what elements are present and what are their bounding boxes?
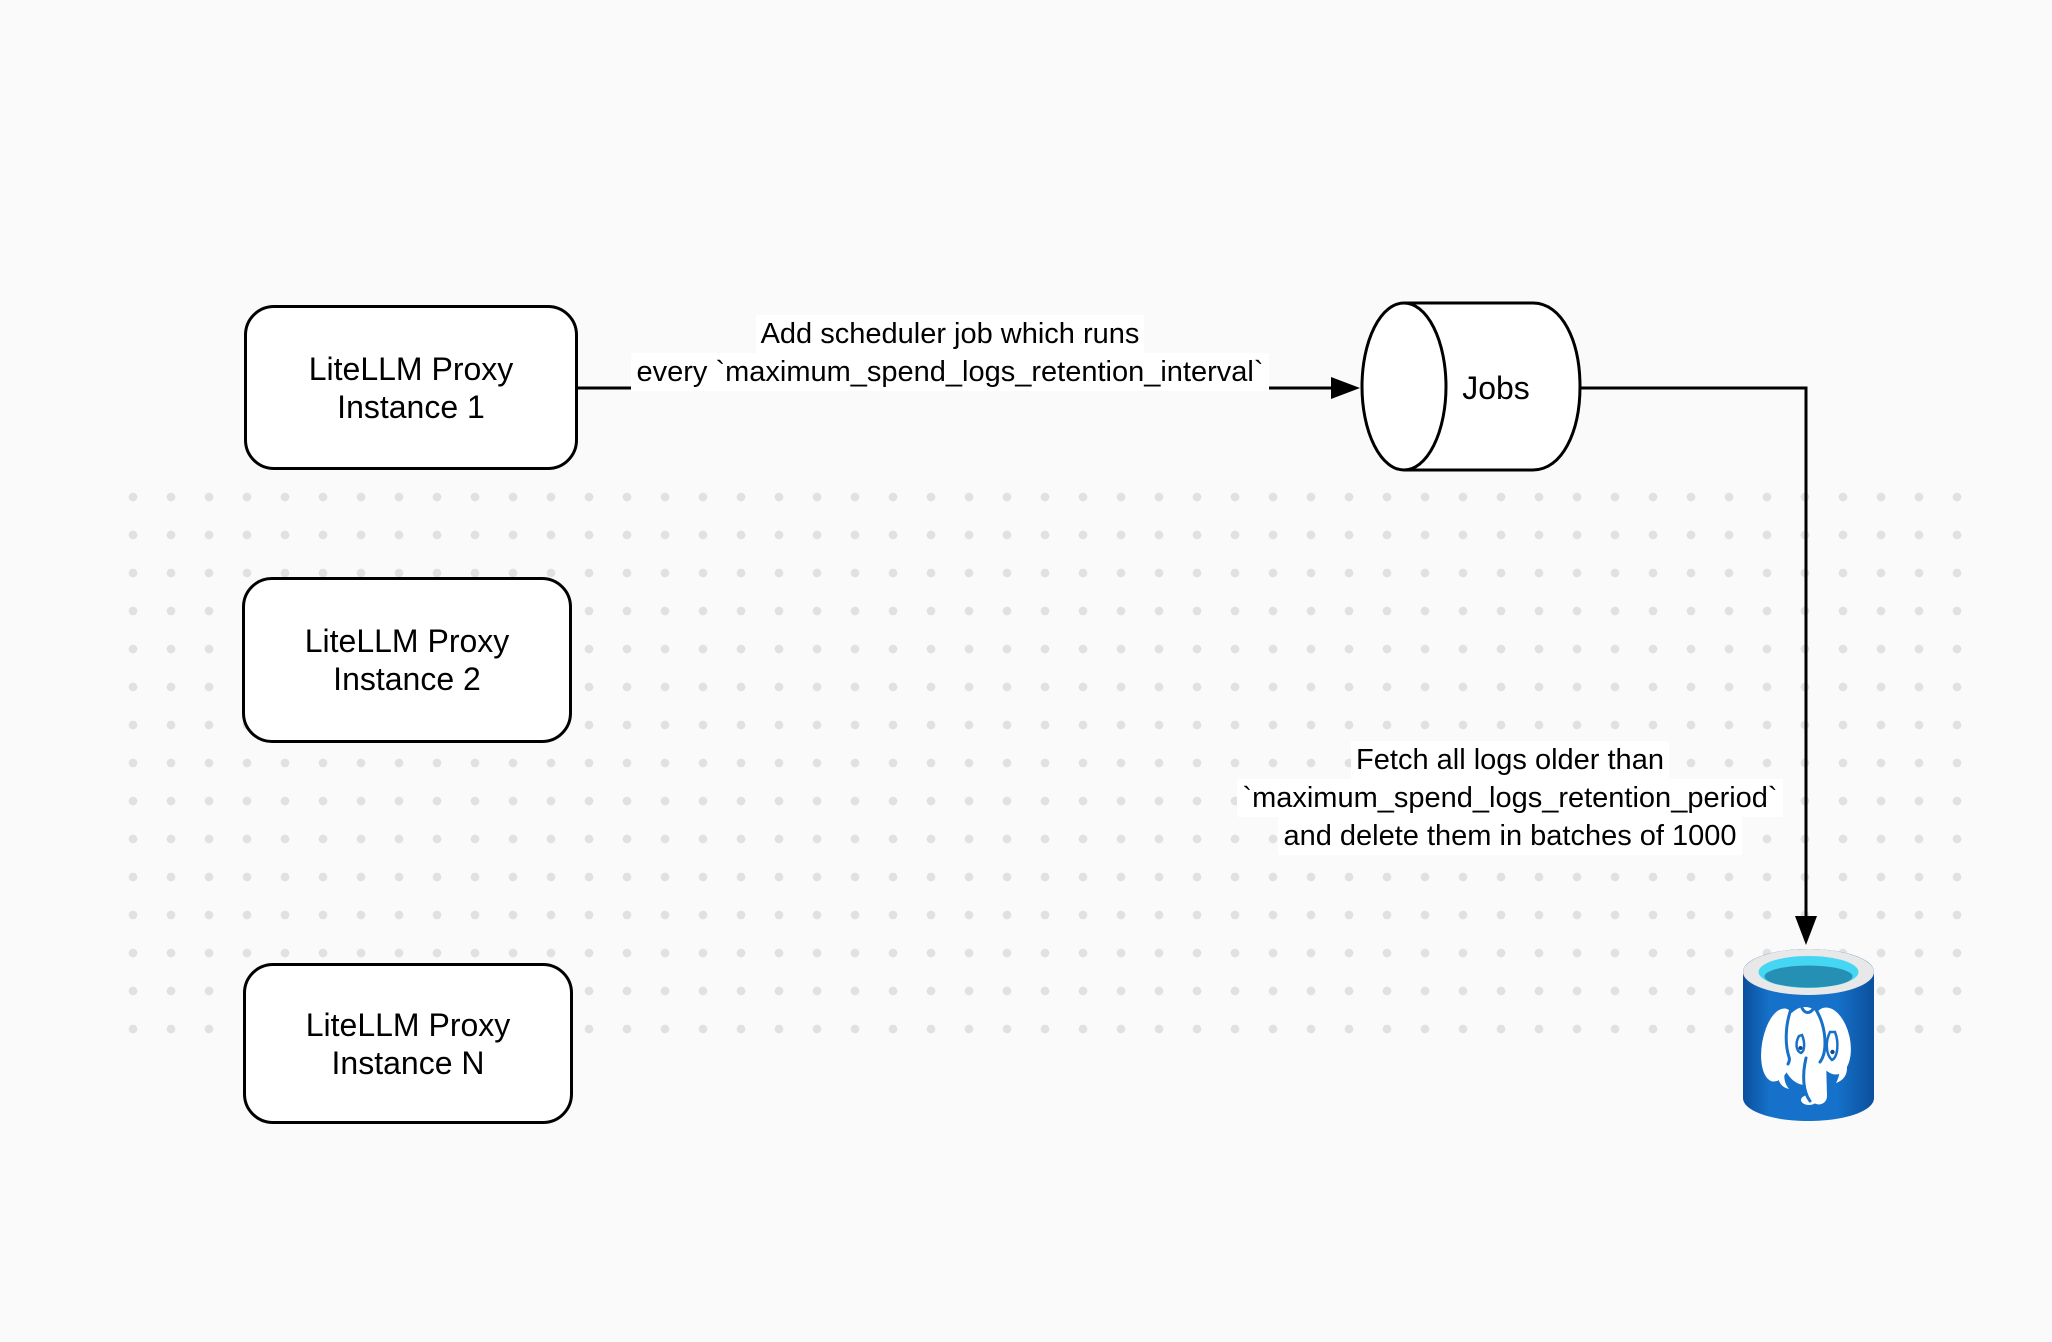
- node-litellm-proxy-instance-2: LiteLLM Proxy Instance 2: [242, 577, 572, 743]
- edge-label-line: `maximum_spend_logs_retention_period`: [1237, 779, 1783, 817]
- node-litellm-proxy-instance-1: LiteLLM Proxy Instance 1: [244, 305, 578, 470]
- node-litellm-proxy-instance-n: LiteLLM Proxy Instance N: [243, 963, 573, 1124]
- edge-label-scheduler-job: Add scheduler job which runs every `maxi…: [550, 315, 1350, 391]
- edge-label-line: Fetch all logs older than: [1351, 741, 1669, 779]
- node-jobs-label: Jobs: [1462, 370, 1530, 406]
- edge-label-fetch-delete-logs: Fetch all logs older than `maximum_spend…: [1160, 741, 1860, 855]
- edge-label-line: Add scheduler job which runs: [755, 315, 1145, 353]
- edge-label-line: every `maximum_spend_logs_retention_inte…: [631, 353, 1269, 391]
- edge-label-line: and delete them in batches of 1000: [1278, 817, 1742, 855]
